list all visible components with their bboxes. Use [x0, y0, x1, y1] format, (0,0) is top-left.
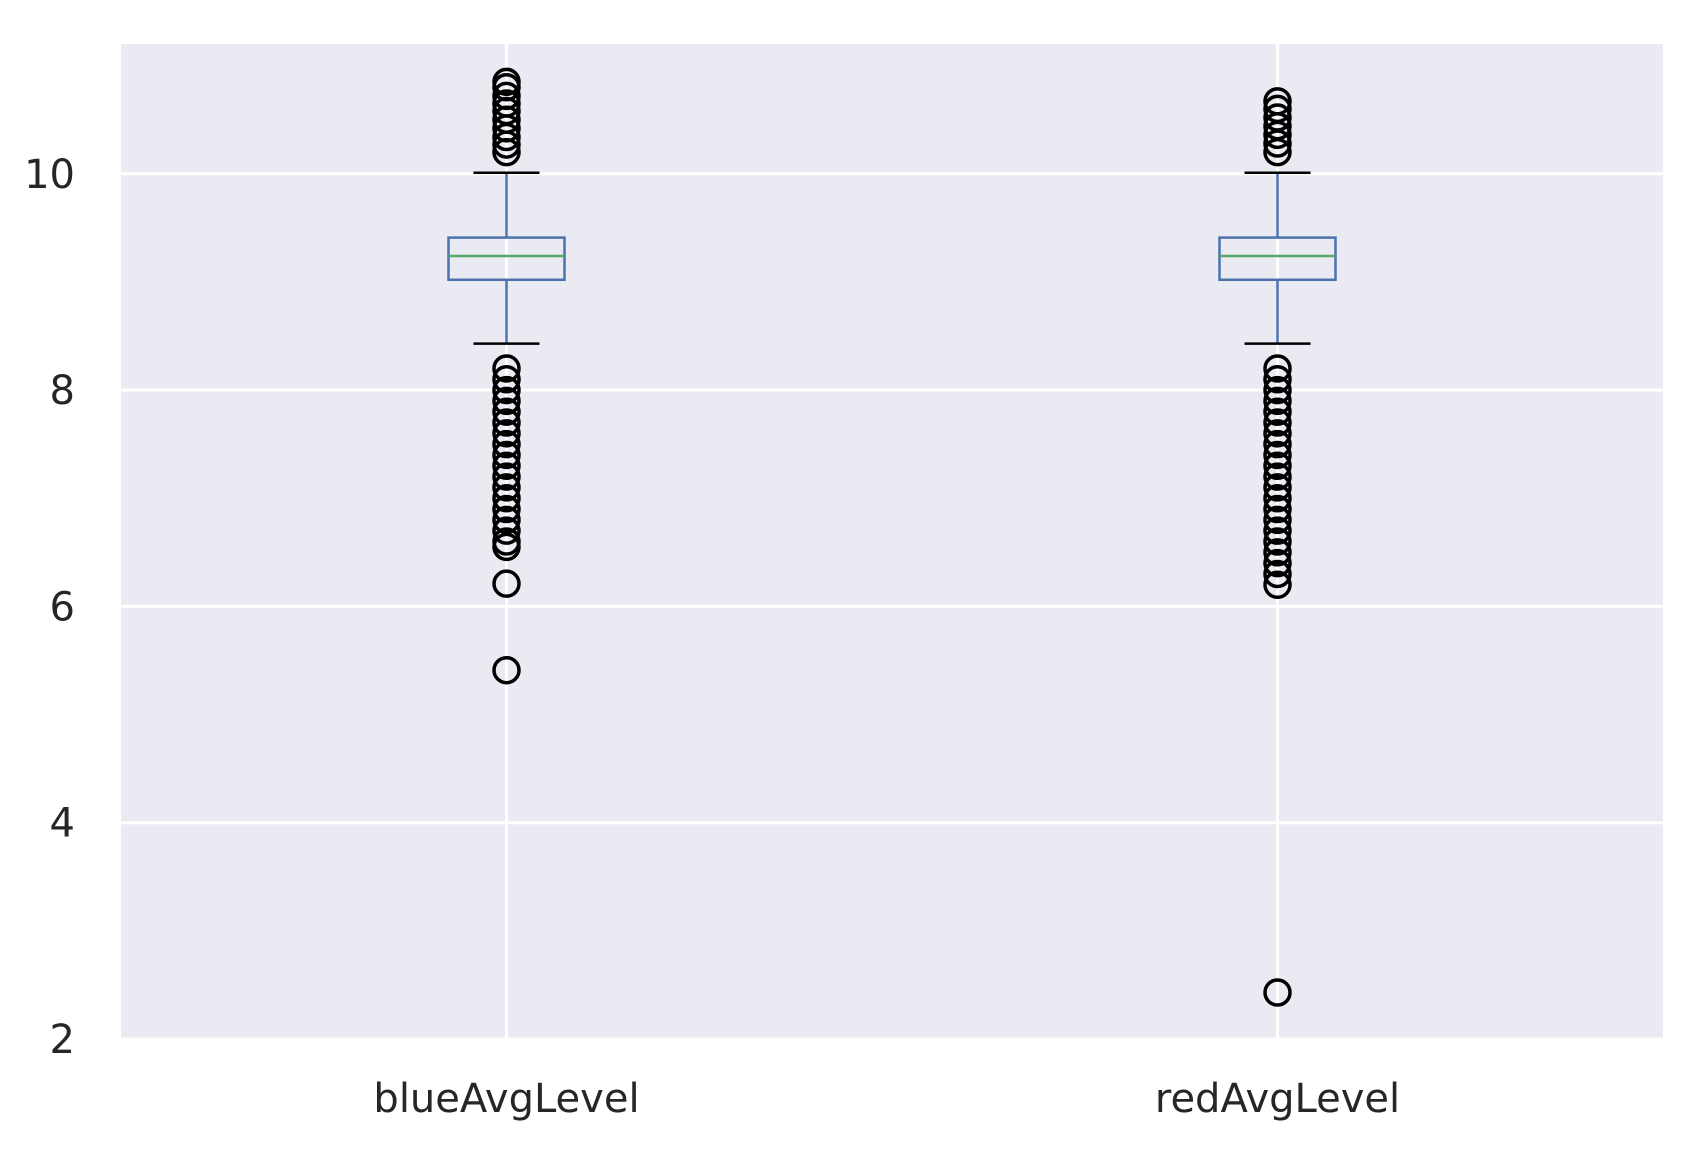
outlier-point [1263, 375, 1292, 405]
outlier-point [492, 516, 521, 545]
outlier-point [1263, 516, 1292, 545]
outlier-point [492, 483, 521, 513]
outlier-point [1263, 386, 1292, 416]
outlier-point [492, 532, 521, 562]
outlier-point [1263, 548, 1292, 578]
outlier-point [492, 494, 521, 524]
outlier-point [1263, 408, 1292, 437]
outlier-point [1263, 494, 1292, 524]
outlier-point [492, 569, 521, 598]
outlier-point [1263, 483, 1292, 513]
outlier-point [1263, 87, 1292, 116]
boxes [447, 67, 1337, 1007]
outlier-point [492, 429, 521, 459]
outlier-point [1263, 419, 1292, 448]
outlier-point [492, 419, 521, 448]
outlier-point [1263, 559, 1292, 589]
outlier-point [1263, 462, 1292, 491]
plot-background [121, 44, 1663, 1039]
y-tick-label: 4 [50, 801, 75, 847]
x-tick-label: redAvgLevel [1155, 1076, 1400, 1122]
outlier-point [492, 81, 521, 111]
outlier-point [1263, 440, 1292, 470]
outlier-point [492, 505, 521, 535]
outlier-point [492, 473, 521, 502]
outlier-point [492, 451, 521, 481]
y-tick-label: 8 [50, 368, 75, 414]
x-axis-labels: blueAvgLevel redAvgLevel [373, 1076, 1400, 1122]
outlier-point [1263, 538, 1292, 567]
outlier-point [1263, 354, 1292, 383]
outlier-point [492, 397, 521, 426]
outlier-point [492, 462, 521, 491]
outlier-point [1263, 527, 1292, 556]
box-group-redAvgLevel [1218, 87, 1337, 1007]
outlier-point [492, 375, 521, 405]
outlier-point [1263, 365, 1292, 394]
outlier-point [1263, 429, 1292, 459]
outlier-point [1263, 103, 1292, 132]
outlier-point [492, 365, 521, 394]
y-tick-label: 2 [50, 1017, 75, 1063]
outlier-point [492, 655, 521, 685]
outlier-point [492, 67, 521, 97]
outlier-point [1263, 451, 1292, 481]
iqr-box [1218, 236, 1337, 282]
y-tick-label: 6 [50, 584, 75, 630]
outlier-point [1263, 473, 1292, 502]
outlier-point [1263, 978, 1292, 1007]
iqr-box [447, 236, 566, 282]
outlier-point [492, 386, 521, 416]
outlier-point [1263, 397, 1292, 426]
outlier-point [492, 354, 521, 383]
y-tick-label: 10 [24, 152, 75, 198]
x-tick-label: blueAvgLevel [373, 1076, 639, 1122]
outlier-point [1263, 570, 1292, 600]
outlier-point [1263, 94, 1292, 124]
outlier-point [492, 408, 521, 437]
outlier-point [492, 89, 521, 118]
outlier-point [1263, 505, 1292, 535]
box-group-blueAvgLevel [447, 67, 566, 685]
y-axis-ticks: 2 4 6 8 10 [24, 152, 75, 1063]
outlier-point [492, 440, 521, 470]
